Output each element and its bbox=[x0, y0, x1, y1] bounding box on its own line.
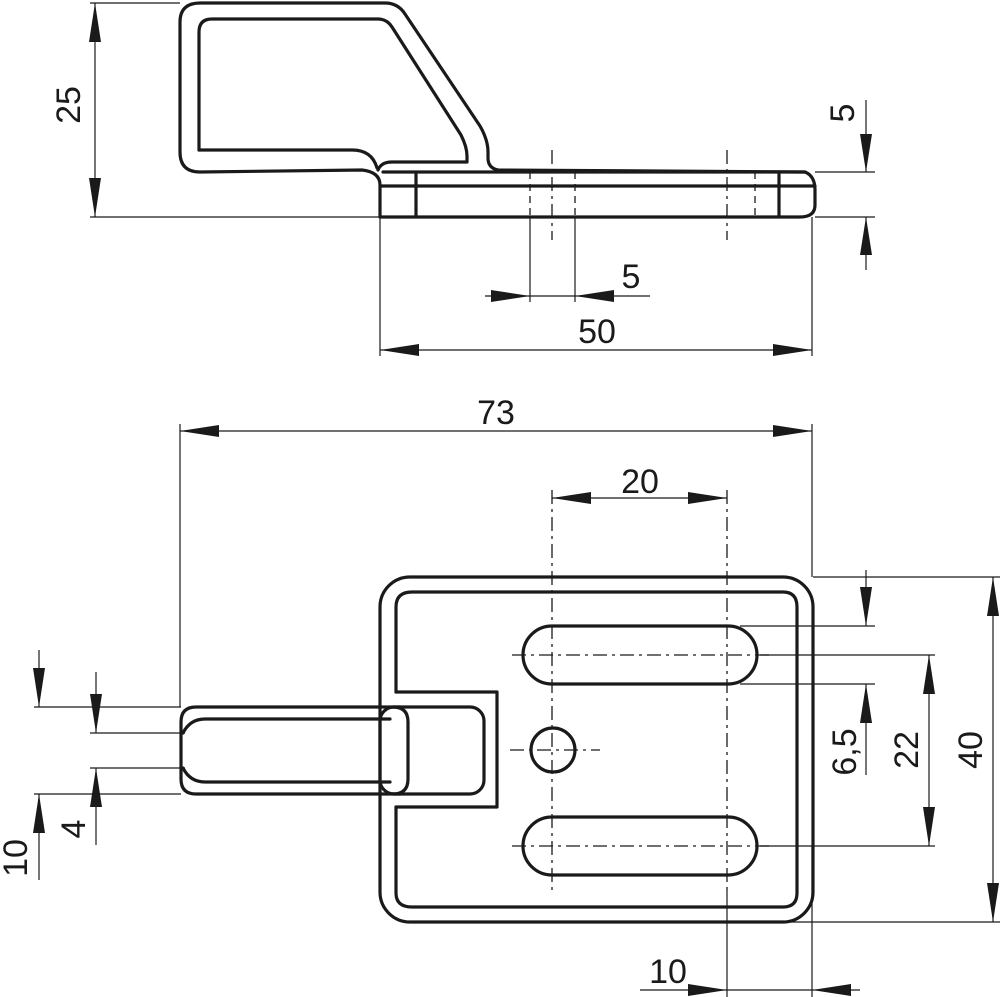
dim-20-arrow-left bbox=[552, 492, 591, 504]
dim-5-thk-arrow-top bbox=[860, 134, 872, 172]
dim-10-tab-arrow-bottom bbox=[33, 794, 45, 833]
top-view-tab-outer bbox=[179, 705, 402, 796]
top-view-tab-rib bbox=[378, 705, 486, 796]
dim-50-label: 50 bbox=[578, 313, 616, 351]
dim-73-arrow-right bbox=[773, 425, 812, 437]
dim-4-label: 4 bbox=[55, 820, 93, 839]
dim-22-label: 22 bbox=[888, 731, 926, 769]
dim-22-arrow-top bbox=[923, 655, 935, 694]
top-view: 73 20 10 4 6,5 22 bbox=[0, 394, 1000, 997]
dim-40-arrow-bottom bbox=[987, 883, 999, 922]
top-view-plate-inner bbox=[394, 590, 799, 909]
side-view: 25 5 5 50 bbox=[50, 1, 875, 356]
dim-5-hole-label: 5 bbox=[622, 258, 641, 296]
dim-40-label: 40 bbox=[952, 731, 990, 769]
dim-4-arrow-top bbox=[90, 694, 102, 733]
dim-65-label: 6,5 bbox=[826, 728, 864, 775]
dim-10-edge-label: 10 bbox=[649, 953, 687, 991]
top-view-tab-bevel-bottom bbox=[181, 766, 392, 784]
dim-25-arrow-bottom bbox=[89, 178, 101, 217]
dim-10-tab-label: 10 bbox=[0, 839, 35, 877]
side-view-inner-offset bbox=[197, 148, 379, 170]
top-view-tab-bevel-top bbox=[181, 717, 392, 735]
dim-73-arrow-left bbox=[180, 425, 219, 437]
top-view-tab-notch bbox=[394, 690, 499, 809]
dim-4-arrow-bottom bbox=[90, 768, 102, 807]
dim-5-thk-label: 5 bbox=[824, 104, 862, 123]
dim-20-arrow-right bbox=[688, 492, 727, 504]
dim-40-arrow-top bbox=[987, 577, 999, 616]
dim-10-edge-arrow-right bbox=[812, 984, 851, 996]
dim-5-hole-arrow-right bbox=[575, 290, 614, 302]
dim-65-arrow-top bbox=[860, 587, 872, 626]
top-view-tab-inner bbox=[391, 705, 410, 796]
dim-5-thk-arrow-bottom bbox=[860, 217, 872, 255]
dim-50-arrow-left bbox=[380, 344, 419, 356]
dim-10-tab-arrow-top bbox=[33, 668, 45, 707]
dim-25-label: 25 bbox=[50, 86, 88, 124]
dim-5-hole-arrow-left bbox=[491, 290, 530, 302]
dim-20-label: 20 bbox=[621, 463, 659, 501]
dim-22-arrow-bottom bbox=[923, 807, 935, 846]
dim-65-arrow-bottom bbox=[860, 684, 872, 723]
dim-50-arrow-right bbox=[773, 344, 812, 356]
dim-73-label: 73 bbox=[477, 394, 515, 432]
side-view-inner-outline bbox=[197, 17, 469, 172]
dim-10-edge-arrow-left bbox=[688, 984, 727, 996]
dim-25-arrow-top bbox=[89, 3, 101, 42]
